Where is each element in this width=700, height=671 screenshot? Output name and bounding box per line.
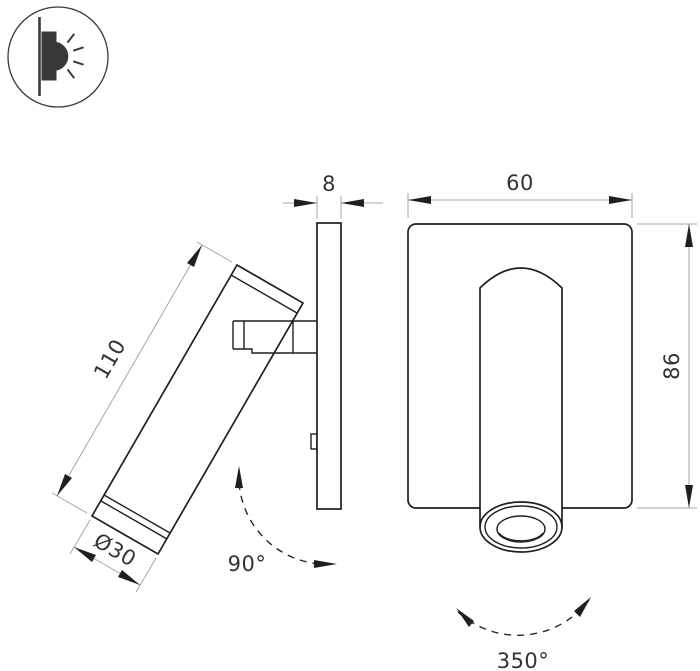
arrowhead	[609, 196, 632, 204]
dimension-label-plate-height: 86	[660, 352, 684, 380]
mounting-bracket	[232, 320, 317, 354]
light-ray	[66, 68, 75, 79]
extension-line	[135, 557, 157, 593]
dimension-plate-height: 86	[637, 223, 697, 509]
rotation-arc	[457, 599, 590, 636]
dimension-label-body-length: 110	[89, 335, 131, 383]
lamp-body-icon	[41, 31, 57, 81]
lamp-cylinder-front	[479, 267, 563, 527]
lamp-body-front	[479, 267, 563, 553]
lamp-lens-inner-edge	[498, 532, 544, 542]
arrowhead	[408, 196, 431, 204]
lamp-lens-ring	[496, 515, 546, 543]
bracket-bottom-edge	[233, 348, 317, 354]
rotation-angle-annotation: 350°	[456, 597, 591, 671]
wall-plate-side	[316, 222, 342, 510]
lamp-lens-icon	[56, 42, 69, 71]
extension-line	[69, 519, 91, 555]
arrowhead	[57, 474, 72, 496]
lamp-head-seam-1	[103, 494, 171, 534]
arrowhead	[456, 608, 474, 627]
dimension-body-diameter: Ø30	[69, 519, 157, 593]
angle-label-rotation: 350°	[497, 649, 550, 671]
light-rays-icon	[66, 33, 84, 79]
dimension-line	[56, 244, 203, 497]
tilt-angle-annotation: 90°	[228, 466, 337, 576]
arrowhead	[685, 224, 693, 247]
switch-button-side	[310, 433, 318, 450]
arrowhead	[574, 597, 591, 617]
light-ray	[72, 46, 84, 52]
arrowhead	[294, 199, 317, 207]
dimension-plate-width: 60	[407, 171, 633, 218]
lamp-body-side	[90, 263, 305, 556]
lamp-cylinder-side	[90, 263, 305, 556]
arrowhead	[187, 245, 202, 267]
lamp-top-seam	[230, 274, 298, 314]
arrowhead	[685, 485, 693, 508]
dimension-label-plate-width: 60	[506, 171, 534, 195]
lamp-head-seam-2	[100, 500, 168, 540]
lamp-type-icon	[7, 6, 109, 108]
front-view: 60 86 350°	[407, 171, 697, 671]
arrowhead	[118, 570, 140, 585]
arrowhead	[314, 560, 337, 568]
angle-label-tilt: 90°	[228, 552, 267, 576]
extension-line	[196, 241, 233, 263]
light-ray	[66, 33, 75, 44]
arrowhead	[341, 199, 364, 207]
extension-line	[51, 492, 88, 514]
tilt-arc	[238, 469, 334, 565]
dimension-plate-thickness: 8	[283, 172, 383, 219]
dimension-label-plate-thickness: 8	[322, 172, 336, 196]
side-view: 8 110 Ø30 90°	[51, 172, 383, 593]
dimension-label-body-diameter: Ø30	[90, 528, 141, 571]
icon-circle	[7, 6, 109, 108]
light-ray	[72, 60, 84, 66]
lamp-head-outer-ring	[479, 501, 563, 553]
arrowhead	[74, 547, 96, 562]
lamp-head-inner-ring	[484, 505, 558, 549]
arrowhead	[235, 466, 243, 488]
wall-plate-front	[407, 223, 633, 509]
